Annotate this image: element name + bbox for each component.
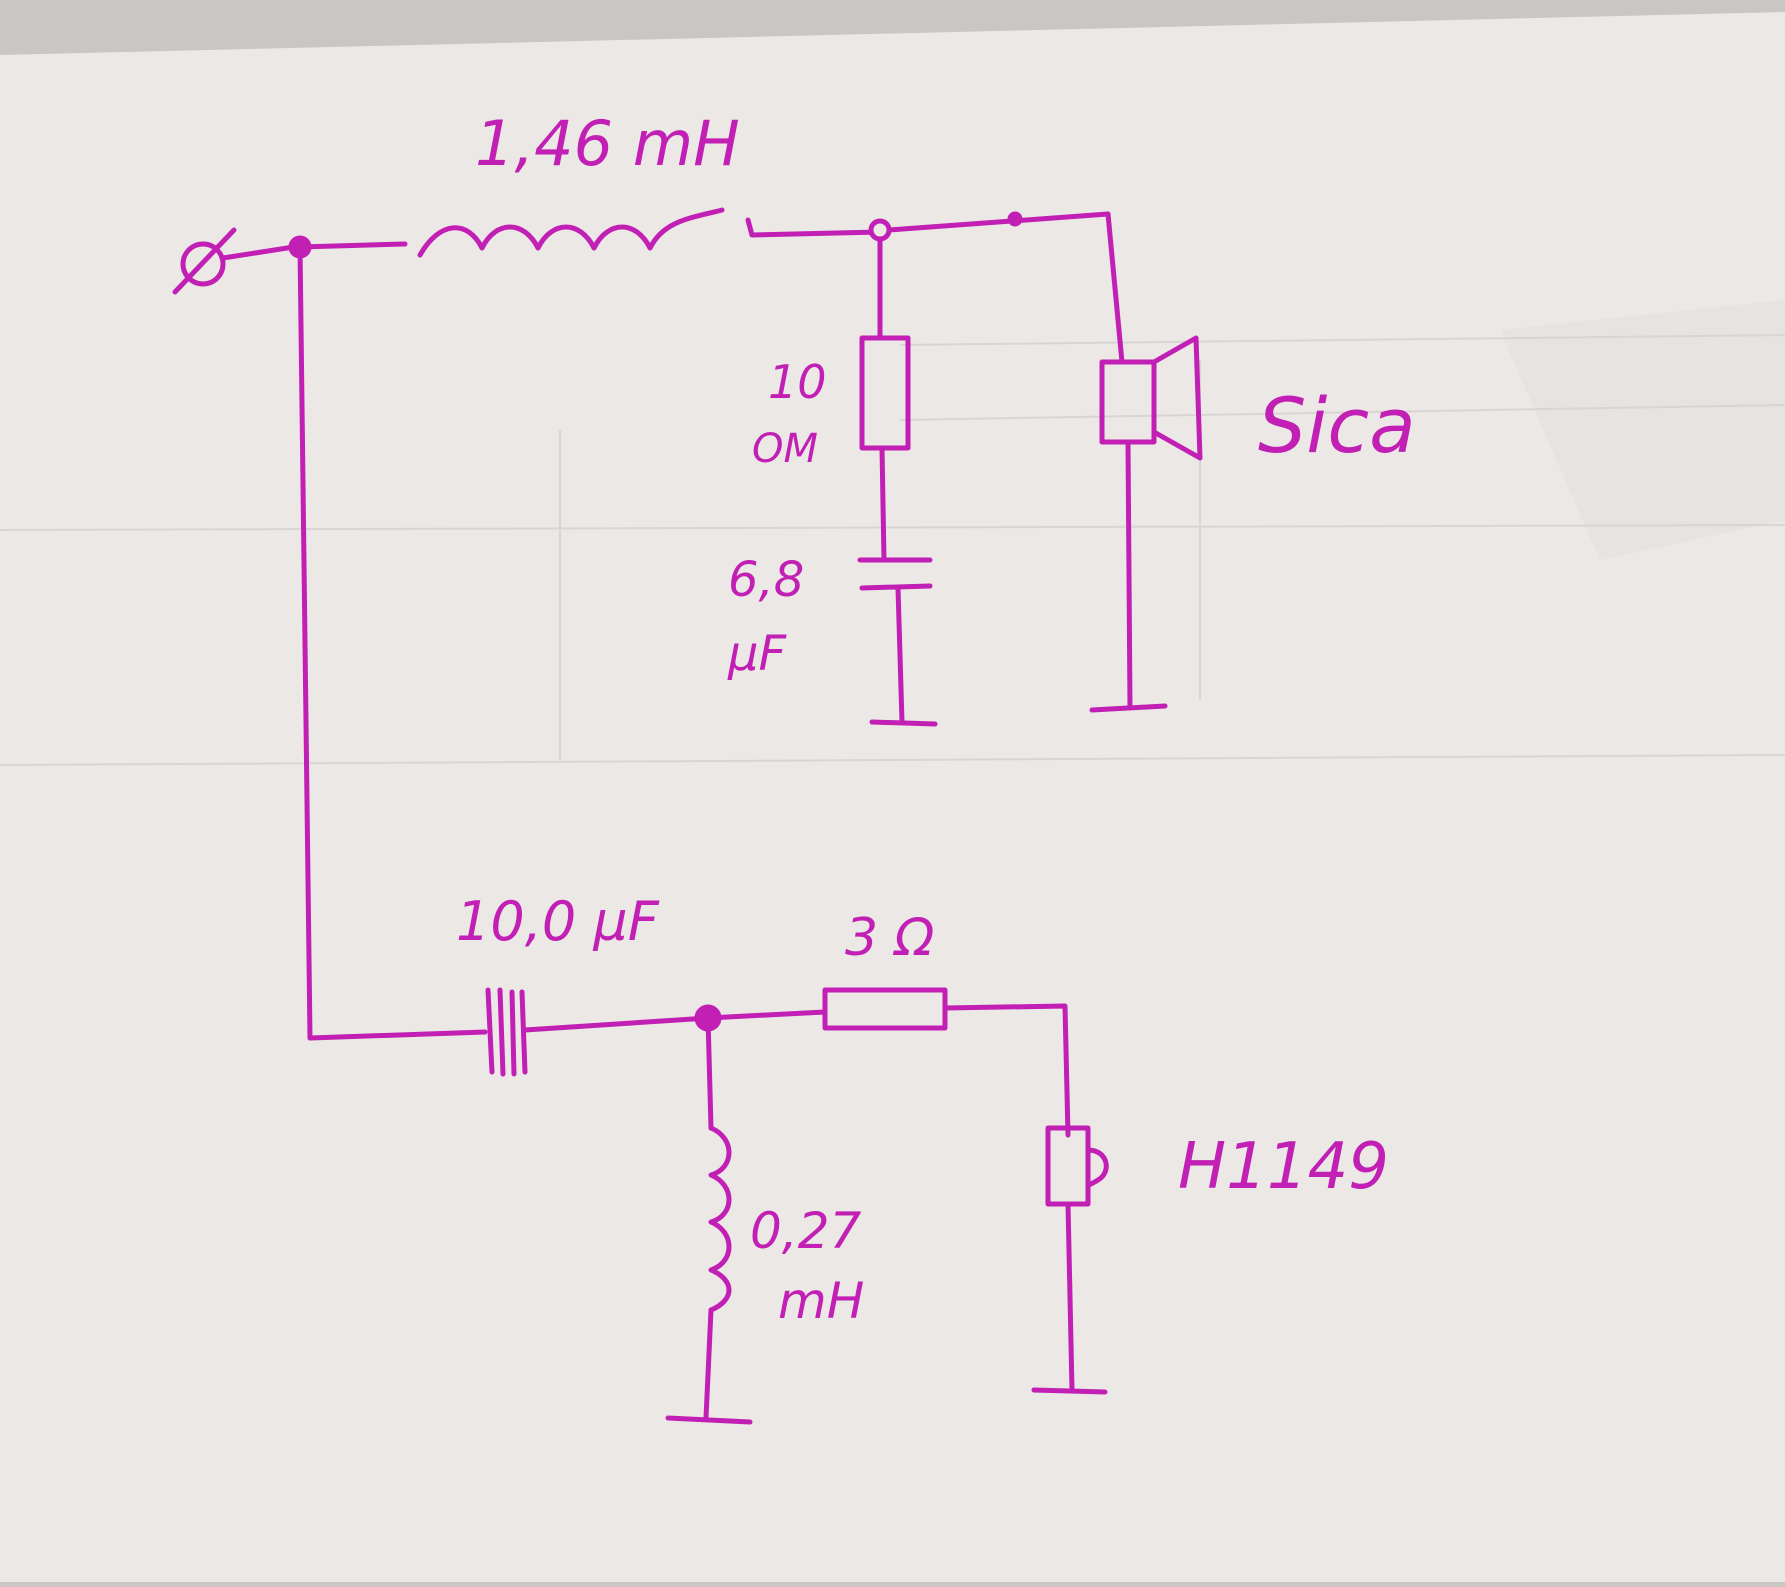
wire-top-to-tweeter	[886, 211, 1111, 233]
resistor-r1	[859, 335, 911, 451]
label-c1-unit: µF	[727, 626, 788, 682]
wire-tweeter-to-ground	[1125, 439, 1133, 711]
labels: 1,46 mH 10 OM 6,8 µF Sica 10,0 µF 3 Ω 0,…	[456, 107, 1416, 1330]
wire-r1-to-c1	[879, 445, 887, 563]
ground-tweeter	[1089, 703, 1168, 713]
wire-woofer-to-ground	[1065, 1201, 1075, 1393]
capacitor-c2-plate-b1	[509, 989, 517, 1077]
wire-l1-to-node	[745, 217, 883, 238]
ground-c1	[869, 719, 938, 727]
ground-l2	[665, 1415, 753, 1425]
wire-l2-to-ground	[703, 1307, 714, 1421]
wire-to-c2	[307, 1029, 488, 1041]
wire-node-to-r2	[705, 1009, 828, 1021]
label-woofer: H1149	[1178, 1130, 1389, 1204]
wire-node-to-l2	[705, 1015, 714, 1131]
circuit	[172, 207, 1203, 1425]
wire-r2-to-woofer	[942, 1003, 1071, 1138]
faint-reverse-print	[0, 334, 1785, 766]
wire-c2-to-node	[522, 1015, 711, 1033]
wire-input	[220, 243, 303, 261]
label-l1: 1,46 mH	[475, 107, 740, 180]
inductor-l2-coil	[708, 1125, 732, 1313]
wire-vertical-left	[297, 244, 313, 1041]
label-c1-value: 6,8	[728, 552, 804, 608]
wire-to-l1	[297, 241, 408, 250]
node-small	[1007, 211, 1023, 227]
ground-woofer	[1031, 1387, 1108, 1395]
paper-sheet	[0, 12, 1785, 1582]
label-r1-value: 10	[768, 355, 827, 409]
label-r2: 3 Ω	[845, 908, 935, 968]
paper-shade	[1500, 300, 1785, 560]
wire-c1-to-ground	[895, 585, 905, 725]
label-l2-value: 0,27	[750, 1202, 862, 1260]
label-c2: 10,0 µF	[456, 890, 660, 953]
capacitor-c2-plate-a2	[497, 987, 506, 1077]
input-terminal-icon	[172, 227, 237, 295]
label-r1-unit: OM	[752, 426, 818, 472]
label-l2-unit: mH	[778, 1272, 864, 1330]
node-top	[868, 218, 892, 242]
capacitor-c2-plate-a1	[485, 987, 495, 1075]
wire-tweeter-drop	[1105, 211, 1125, 365]
label-tweeter: Sica	[1258, 381, 1416, 470]
inductor-l1-coil	[417, 207, 725, 258]
